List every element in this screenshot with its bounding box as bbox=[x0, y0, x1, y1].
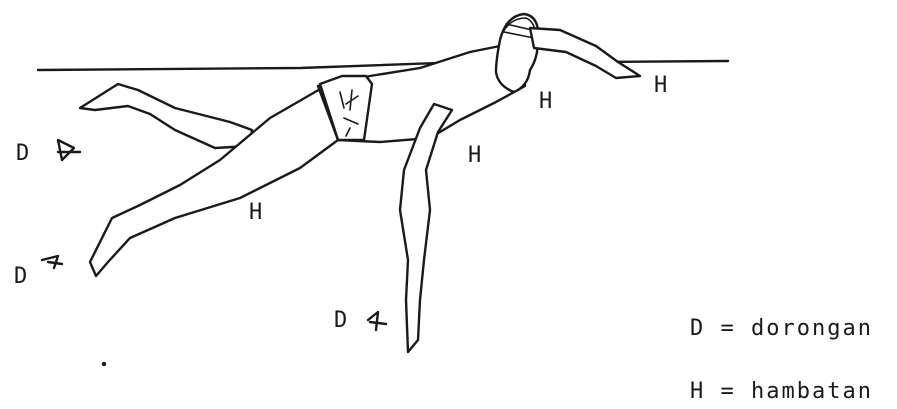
extended-arm bbox=[530, 28, 640, 78]
label-d-arm: D bbox=[334, 308, 347, 333]
label-h-arm: H bbox=[468, 143, 481, 168]
head bbox=[496, 14, 538, 92]
legend-dorongan: D = dorongan bbox=[690, 316, 873, 341]
ink-dot bbox=[102, 362, 106, 366]
thrust-arrow-arm bbox=[368, 312, 386, 330]
legend-hambatan: H = hambatan bbox=[690, 379, 873, 404]
label-h-head: H bbox=[539, 89, 552, 114]
label-d-kick-upper: D bbox=[16, 141, 29, 166]
upper-leg bbox=[80, 84, 252, 148]
label-h-hand: H bbox=[654, 73, 667, 98]
lower-leg bbox=[90, 88, 338, 276]
thrust-arrow-upper bbox=[58, 140, 80, 160]
pulling-arm bbox=[400, 104, 452, 352]
label-h-leg: H bbox=[249, 200, 262, 225]
thrust-arrow-lower bbox=[42, 256, 62, 268]
label-d-kick-lower: D bbox=[14, 264, 27, 289]
